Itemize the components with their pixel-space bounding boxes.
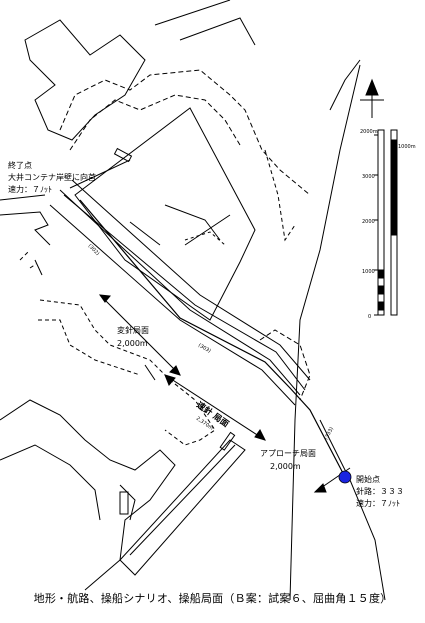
phase-approach-distance: 2,000m <box>270 462 301 471</box>
boundary-dashed-right <box>264 149 296 242</box>
route-line-right <box>329 59 361 111</box>
figure-caption: 地形・航路、操船シナリオ、操船局面（Ｂ案：試案６、屈曲角１５度） <box>33 592 392 605</box>
boundary-right-curve <box>259 329 311 401</box>
phase-approach-label: アプローチ局面 <box>260 449 316 458</box>
phase-arrow-2-head-a <box>164 374 176 386</box>
phase-arrow-1-head-a <box>98 294 111 303</box>
basin-dashed <box>39 299 216 446</box>
landmass-upper-left <box>24 19 146 141</box>
scale-label-1000: 1000 <box>362 269 375 275</box>
pier-top <box>154 0 256 46</box>
reclamation-lower-left-2 <box>0 444 136 521</box>
reclamation-lower-left <box>0 399 176 591</box>
channel-edge-left <box>59 189 301 396</box>
basin-dashed-2 <box>38 319 141 376</box>
phase-arrow-1 <box>99 294 181 376</box>
terminal-inner-lines <box>129 204 231 246</box>
coast-left-dashed <box>19 251 37 269</box>
leader-speed-change <box>144 364 156 381</box>
start-point-marker <box>338 470 352 484</box>
lower-pier <box>119 439 246 576</box>
scale-label-2000m: 2000m <box>360 129 378 135</box>
feature-rect-3 <box>119 491 129 515</box>
terminal-dashed-inner <box>184 231 226 246</box>
start-point-heading: 針路：３３３ <box>356 486 404 496</box>
channel-edge-right-2 <box>63 194 306 391</box>
ship-track <box>79 199 346 478</box>
start-point-speed: 速力：７ﾉｯﾄ <box>356 498 400 508</box>
phase-speed-change-distance: 2,000m <box>117 339 148 348</box>
end-point-speed: 速力：７ﾉｯﾄ <box>8 184 52 194</box>
terminal-outline <box>74 107 256 321</box>
coast-left <box>0 194 51 276</box>
scale-label-3000: 3000 <box>362 174 375 180</box>
channel-edge-left-2 <box>49 204 296 406</box>
lower-pier-inner <box>129 444 236 556</box>
phase-arrow-2-head-b <box>254 429 266 441</box>
phase-arrow-3-head <box>313 483 327 493</box>
scale-label-2000: 2000 <box>362 219 375 225</box>
channel-tag-333: (333) <box>323 426 335 441</box>
feature-rect-2 <box>219 431 236 451</box>
phase-arrow-2 <box>164 374 266 441</box>
north-arrow-icon <box>360 78 384 118</box>
end-point-title: 終了点 <box>8 160 32 170</box>
offshore-boundary <box>289 64 361 601</box>
leader-end-point <box>69 159 131 189</box>
scale-bar <box>374 129 398 316</box>
boundary-dashed-upper <box>59 69 311 196</box>
phase-arrow-1-head-b <box>169 365 181 376</box>
channel-tag-303: (303) <box>197 343 212 355</box>
offshore-boundary-2 <box>319 419 386 601</box>
phase-speed-change-label: 変針局面 <box>117 325 149 335</box>
channel-tag-302: (302) <box>87 243 101 257</box>
end-point-line1: 大井コンテナ岸壁に向首 <box>8 172 96 182</box>
boundary-dashed-upper-2 <box>69 94 241 151</box>
scale-label-0: 0 <box>368 314 371 320</box>
start-point-title: 開始点 <box>356 474 380 484</box>
channel-edge-right <box>71 179 311 381</box>
scale-label-1000m: 1000m <box>398 144 416 150</box>
feature-rect-1 <box>113 147 133 163</box>
